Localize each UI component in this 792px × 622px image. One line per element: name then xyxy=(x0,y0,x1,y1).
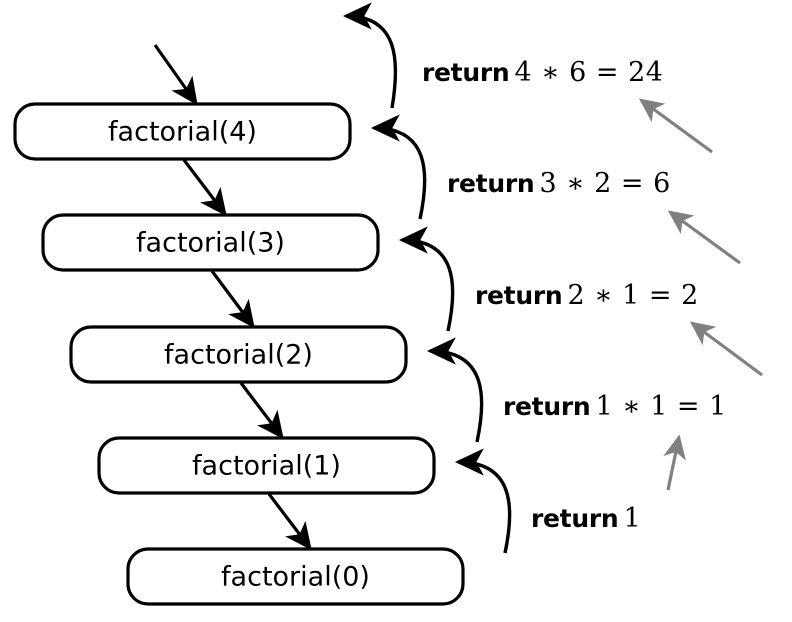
return-arrow-1-to-2 xyxy=(426,337,484,443)
call-box-group: factorial(4) factorial(3) factorial(2) f… xyxy=(13,102,465,606)
call-box-label: factorial(0) xyxy=(221,562,370,593)
return-label-2: return 2 ∗ 1 = 2 xyxy=(475,282,699,309)
call-box-label: factorial(2) xyxy=(164,340,313,371)
return-keyword: return xyxy=(531,504,619,533)
call-box-label: factorial(4) xyxy=(108,117,257,148)
call-box-label: factorial(3) xyxy=(136,228,285,259)
call-box-factorial-2[interactable]: factorial(2) xyxy=(69,325,408,384)
annotation-arrow-to-label-3 xyxy=(663,434,686,491)
return-expression: 1 xyxy=(623,503,642,534)
call-box-factorial-4[interactable]: factorial(4) xyxy=(13,102,352,161)
return-arrow-0-to-1 xyxy=(454,448,512,554)
call-arrow-3-to-2 xyxy=(210,270,255,329)
call-arrow-entry xyxy=(153,44,198,106)
annotation-arrow-to-label-1 xyxy=(667,210,741,265)
return-arrow-2-to-3 xyxy=(398,226,455,332)
call-arrow-2-to-1 xyxy=(239,382,284,440)
return-label-4: return 1 xyxy=(531,505,641,532)
return-arrow-group xyxy=(342,2,512,554)
call-box-label: factorial(1) xyxy=(192,451,341,482)
annotation-arrow-group xyxy=(638,98,763,491)
return-keyword: return xyxy=(422,58,510,87)
return-expression: 1 ∗ 1 = 1 xyxy=(595,391,727,422)
return-arrow-3-to-4 xyxy=(370,114,427,220)
call-arrow-1-to-0 xyxy=(267,493,312,551)
return-label-1: return 3 ∗ 2 = 6 xyxy=(447,170,671,197)
annotation-arrow-to-label-2 xyxy=(689,321,763,377)
return-expression: 3 ∗ 2 = 6 xyxy=(539,168,671,199)
call-arrow-group xyxy=(153,44,312,551)
call-arrow-4-to-3 xyxy=(182,159,227,217)
return-label-3: return 1 ∗ 1 = 1 xyxy=(503,393,727,420)
annotation-arrow-to-label-0 xyxy=(638,98,713,154)
return-keyword: return xyxy=(475,281,563,310)
call-box-factorial-1[interactable]: factorial(1) xyxy=(97,436,436,495)
return-expression: 2 ∗ 1 = 2 xyxy=(567,280,699,311)
return-expression: 4 ∗ 6 = 24 xyxy=(514,57,664,88)
return-arrow-4-to-caller xyxy=(342,2,398,109)
return-keyword: return xyxy=(447,169,535,198)
call-box-factorial-0[interactable]: factorial(0) xyxy=(126,547,465,606)
return-label-0: return 4 ∗ 6 = 24 xyxy=(422,59,664,86)
call-box-factorial-3[interactable]: factorial(3) xyxy=(41,213,380,272)
return-keyword: return xyxy=(503,392,591,421)
